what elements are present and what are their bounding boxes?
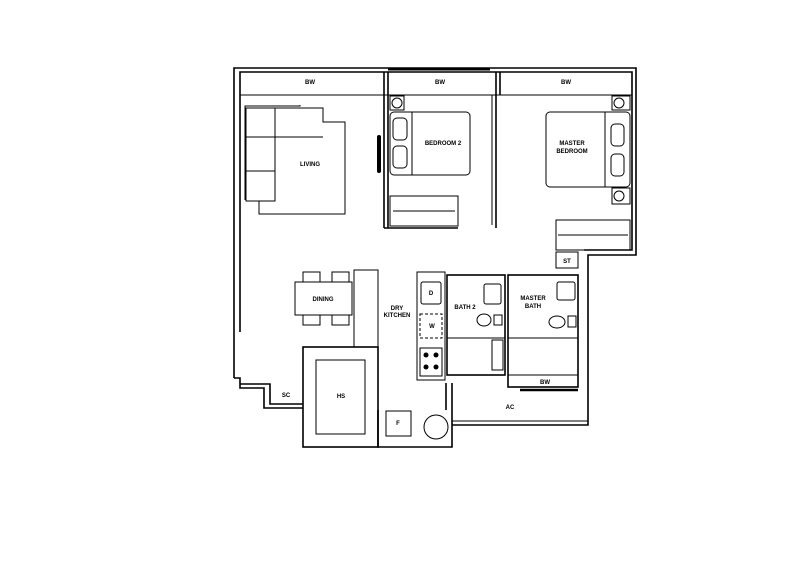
label-washer: W — [429, 324, 435, 330]
label-ac: AC — [506, 405, 515, 411]
label-bedroom2: BEDROOM 2 — [425, 141, 462, 147]
label-dry-kitchen: DRY — [391, 306, 403, 312]
label-dry-kitchen-2: KITCHEN — [384, 313, 411, 319]
label-master-bath-2: BATH — [525, 304, 541, 310]
label-bath2: BATH 2 — [454, 305, 476, 311]
kitchen-counter — [416, 271, 446, 381]
bed-master — [545, 95, 631, 269]
label-hs: HS — [337, 394, 345, 400]
label-bw-living: BW — [305, 80, 315, 86]
tv-icon — [377, 135, 381, 173]
label-bw-master: BW — [561, 80, 571, 86]
label-st: ST — [563, 259, 571, 265]
bed-bedroom2 — [389, 95, 471, 227]
label-living: LIVING — [300, 162, 320, 168]
dining-table — [294, 269, 379, 348]
sofa — [244, 105, 346, 215]
label-dryer: D — [429, 291, 434, 297]
label-bw-bedroom2: BW — [435, 80, 445, 86]
label-master-bedroom-2: BEDROOM — [556, 149, 587, 155]
label-bw-bath: BW — [540, 380, 550, 386]
label-fridge: F — [396, 421, 400, 427]
label-master-bath: MASTER — [520, 296, 546, 302]
label-dining: DINING — [313, 297, 334, 303]
label-sc: SC — [282, 393, 291, 399]
bay-windows — [240, 67, 632, 229]
label-master-bedroom: MASTER — [559, 141, 585, 147]
bathrooms — [385, 274, 588, 440]
